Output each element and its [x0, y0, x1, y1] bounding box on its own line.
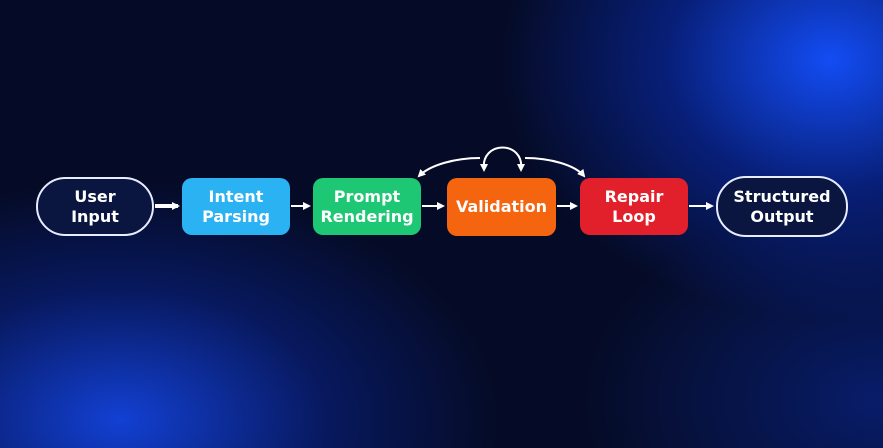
loop-arrow-right: [524, 157, 586, 178]
node-label: Rendering: [320, 206, 414, 226]
node-validation: Validation: [447, 178, 556, 236]
node-label: Output: [750, 206, 814, 226]
loop-arrow-top: [482, 146, 523, 171]
node-label: Structured: [733, 186, 831, 206]
loop-arrow-left: [417, 157, 481, 178]
node-label: Parsing: [202, 206, 270, 226]
node-label: Input: [71, 206, 119, 226]
node-label: Prompt: [333, 186, 401, 206]
node-label: Intent: [208, 186, 264, 206]
node-label: Repair: [604, 186, 664, 206]
node-label: Loop: [612, 206, 656, 226]
node-label: User: [74, 186, 116, 206]
node-label: Validation: [455, 197, 548, 216]
